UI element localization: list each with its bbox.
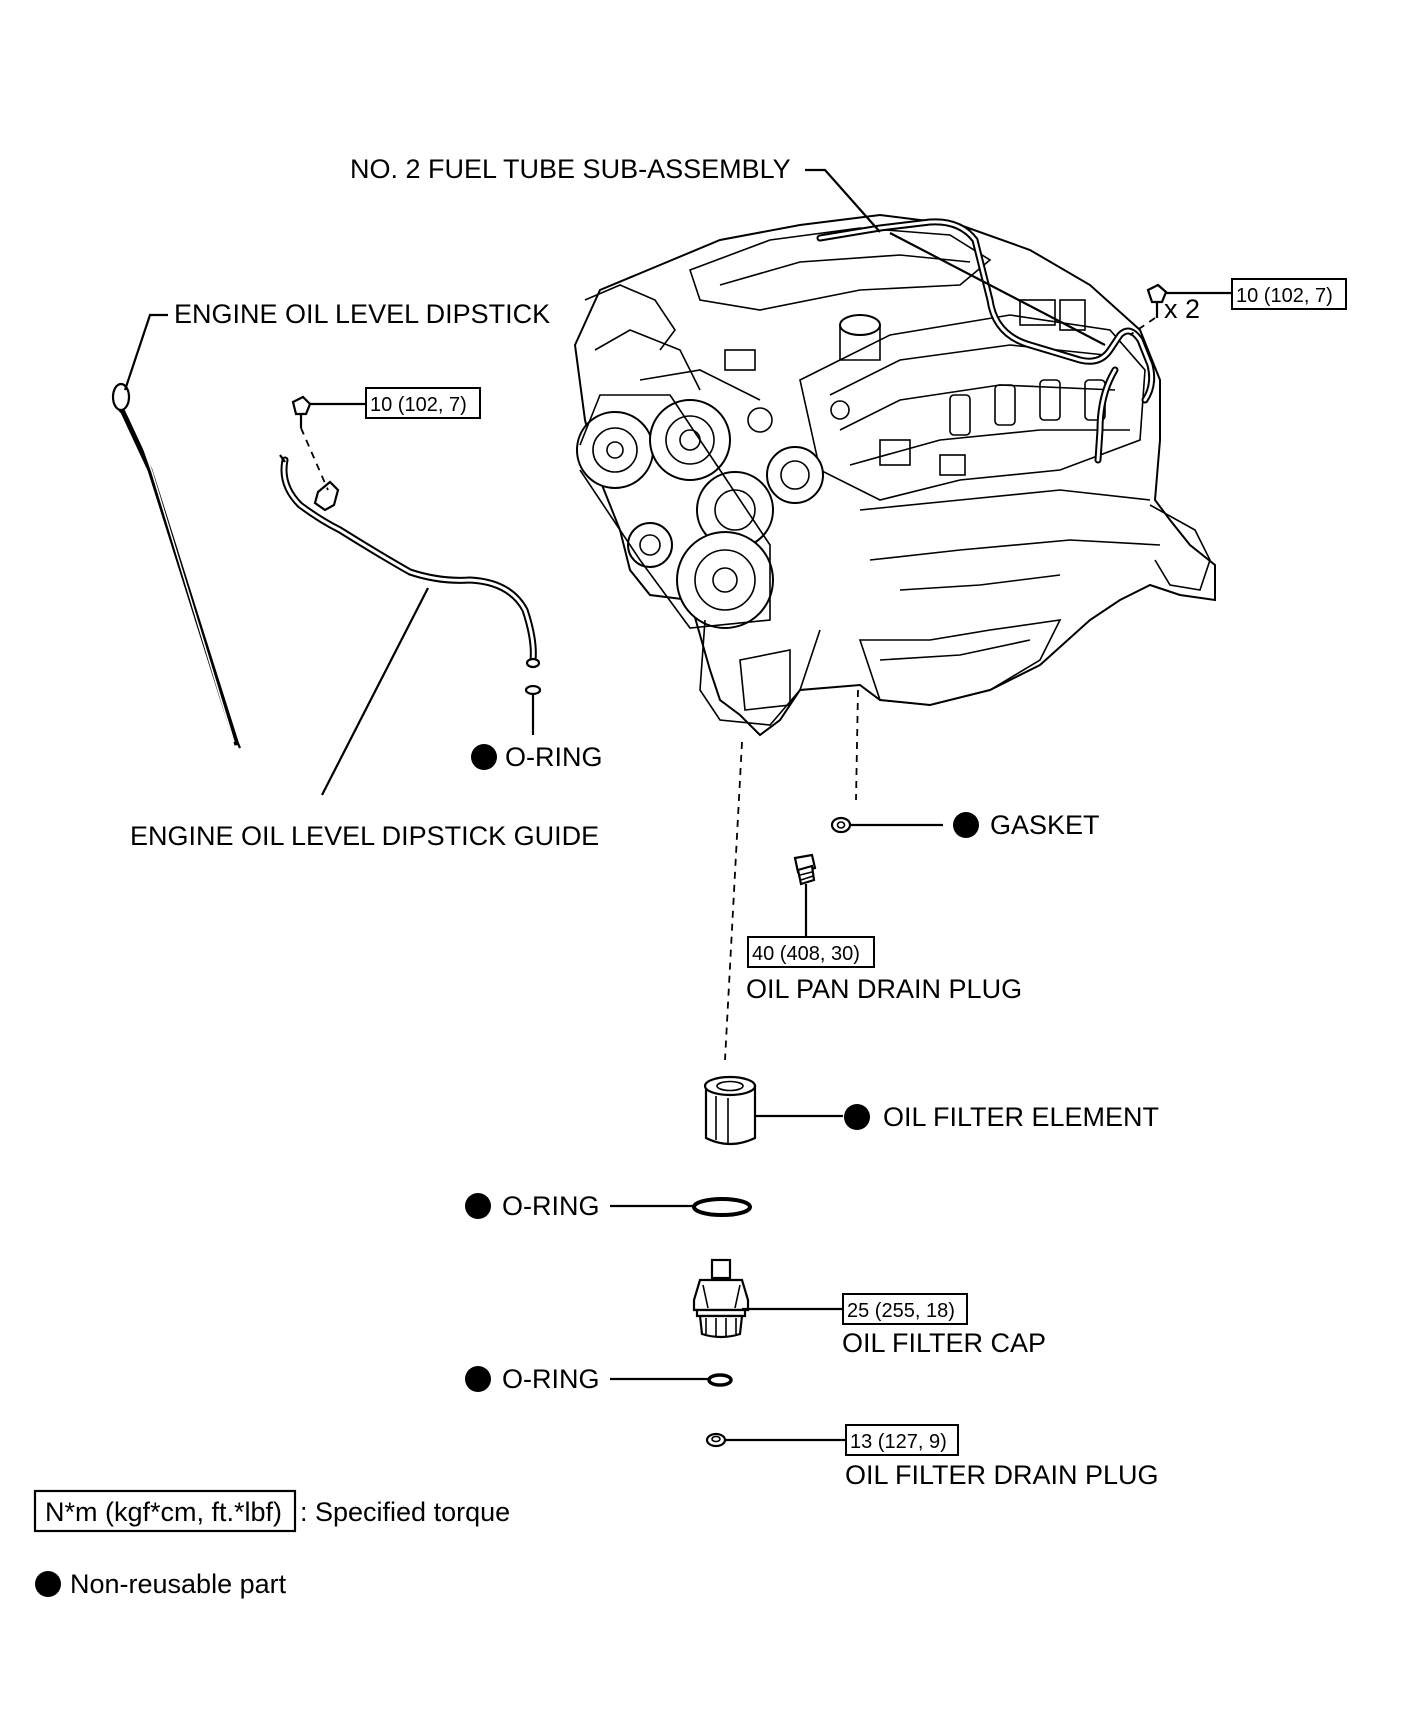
legend-nonreusable-desc: Non-reusable part xyxy=(70,1569,287,1599)
engine-assembly-illustration xyxy=(573,213,1216,737)
drain-plug-dashline xyxy=(855,689,859,801)
nonreusable-marker-icon xyxy=(471,744,497,770)
oil-filter-element-label: OIL FILTER ELEMENT xyxy=(883,1102,1159,1132)
filter-cap-torque-value: 25 (255, 18) xyxy=(847,1300,955,1322)
drain-plug-torque-box xyxy=(747,936,875,968)
oil-filter-element-icon xyxy=(703,1075,757,1146)
guide-bolt-dashline xyxy=(300,427,329,491)
nonreusable-marker-icon xyxy=(35,1571,61,1597)
filter-oring-icon xyxy=(692,1197,752,1217)
fuel-tube-leader xyxy=(805,168,881,233)
filter-drain-plug-label: OIL FILTER DRAIN PLUG xyxy=(845,1460,1159,1490)
fuel-tube-torque-value: 10 (102, 7) xyxy=(1236,285,1333,307)
filter-cap-label: OIL FILTER CAP xyxy=(842,1328,1046,1358)
dipstick-label: ENGINE OIL LEVEL DIPSTICK xyxy=(174,299,550,329)
nonreusable-marker-icon xyxy=(844,1104,870,1130)
legend-torque-desc: : Specified torque xyxy=(300,1497,510,1527)
legend: N*m (kgf*cm, ft.*lbf) : Specified torque… xyxy=(33,1489,510,1599)
guide-oring-label: O-RING xyxy=(505,742,603,772)
filter-cap-torque-box xyxy=(842,1293,968,1325)
filter-drain-plug-icon xyxy=(705,1432,727,1448)
fuel-tube-torque-box xyxy=(1231,278,1347,310)
cap-oring-icon xyxy=(707,1373,733,1387)
dipstick-illustration xyxy=(111,382,241,749)
gasket-icon xyxy=(830,816,852,834)
legend-torque-units: N*m (kgf*cm, ft.*lbf) xyxy=(45,1497,282,1527)
dipstick-guide-leader xyxy=(321,587,429,796)
dipstick-guide-illustration xyxy=(279,454,541,669)
oil-filter-dashline xyxy=(724,741,743,1061)
fuel-tube-bolt-icon xyxy=(1146,283,1168,318)
gasket-label: GASKET xyxy=(990,810,1100,840)
dipstick-leader xyxy=(123,313,168,391)
legend-torque-box xyxy=(33,1489,297,1533)
quantity-label: x 2 xyxy=(1164,294,1200,324)
fuel-tube-bolt-dashline xyxy=(1129,317,1156,336)
cap-oring-label: O-RING xyxy=(502,1364,600,1394)
oil-filter-cap-icon xyxy=(692,1258,750,1339)
drain-plug-torque-value: 40 (408, 30) xyxy=(752,943,860,965)
nonreusable-marker-icon xyxy=(465,1366,491,1392)
drain-plug-label: OIL PAN DRAIN PLUG xyxy=(746,974,1022,1004)
guide-bolt-icon xyxy=(291,395,312,428)
oil-pan-drain-plug-icon xyxy=(793,853,817,886)
nonreusable-marker-icon xyxy=(953,812,979,838)
guide-bolt-torque-box xyxy=(365,387,481,419)
fuel-tube-label: NO. 2 FUEL TUBE SUB-ASSEMBLY xyxy=(350,154,791,184)
guide-bolt-torque-value: 10 (102, 7) xyxy=(370,394,467,416)
filter-oring-label: O-RING xyxy=(502,1191,600,1221)
guide-oring-icon xyxy=(524,684,542,696)
fuel-tube-sub-assembly xyxy=(816,218,1156,464)
filter-drain-plug-torque-value: 13 (127, 9) xyxy=(850,1431,947,1453)
dipstick-guide-label: ENGINE OIL LEVEL DIPSTICK GUIDE xyxy=(130,821,599,851)
nonreusable-marker-icon xyxy=(465,1193,491,1219)
filter-drain-plug-torque-box xyxy=(845,1424,959,1456)
